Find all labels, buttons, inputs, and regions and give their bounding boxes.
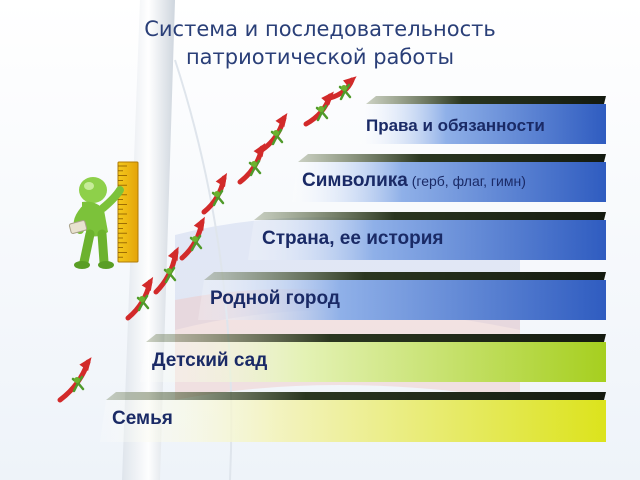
climber-arrow-icon (327, 76, 357, 101)
step-label-1: Семья (112, 408, 173, 430)
step-label-5: Символика (герб, флаг, гимн) (302, 170, 526, 192)
step-label-text: Права и обязанности (366, 116, 545, 135)
step-label-text: Семья (112, 408, 173, 429)
climber-arrow-icon (201, 172, 228, 215)
step-2 (140, 334, 606, 382)
step-6 (360, 96, 606, 144)
step-label-3: Родной город (210, 288, 340, 310)
title-line-2: патриотической работы (185, 45, 455, 69)
climber-arrow-icon (153, 246, 179, 295)
step-label-2: Детский сад (152, 350, 267, 372)
step-label-text: Символика (302, 170, 408, 191)
step-3 (198, 272, 606, 320)
step-5 (292, 154, 606, 202)
title-line-1: Система и последовательность (144, 17, 496, 41)
climber-arrow-icon (57, 357, 92, 403)
step-label-text: Родной город (210, 288, 340, 309)
step-label-text: Детский сад (152, 350, 268, 371)
climber-arrow-icon (259, 113, 288, 153)
step-label-note: (герб, флаг, гимн) (407, 173, 526, 189)
green-figure-icon (68, 177, 124, 269)
climber-arrow-icon (179, 216, 205, 261)
step-label-text: Страна, ее история (262, 228, 444, 249)
ruler-icon (117, 161, 139, 263)
climber-arrow-icon (125, 276, 154, 321)
step-label-6: Права и обязанности (366, 116, 545, 136)
step-4 (248, 212, 606, 260)
step-1 (100, 392, 606, 442)
step-label-4: Страна, ее история (262, 228, 444, 250)
